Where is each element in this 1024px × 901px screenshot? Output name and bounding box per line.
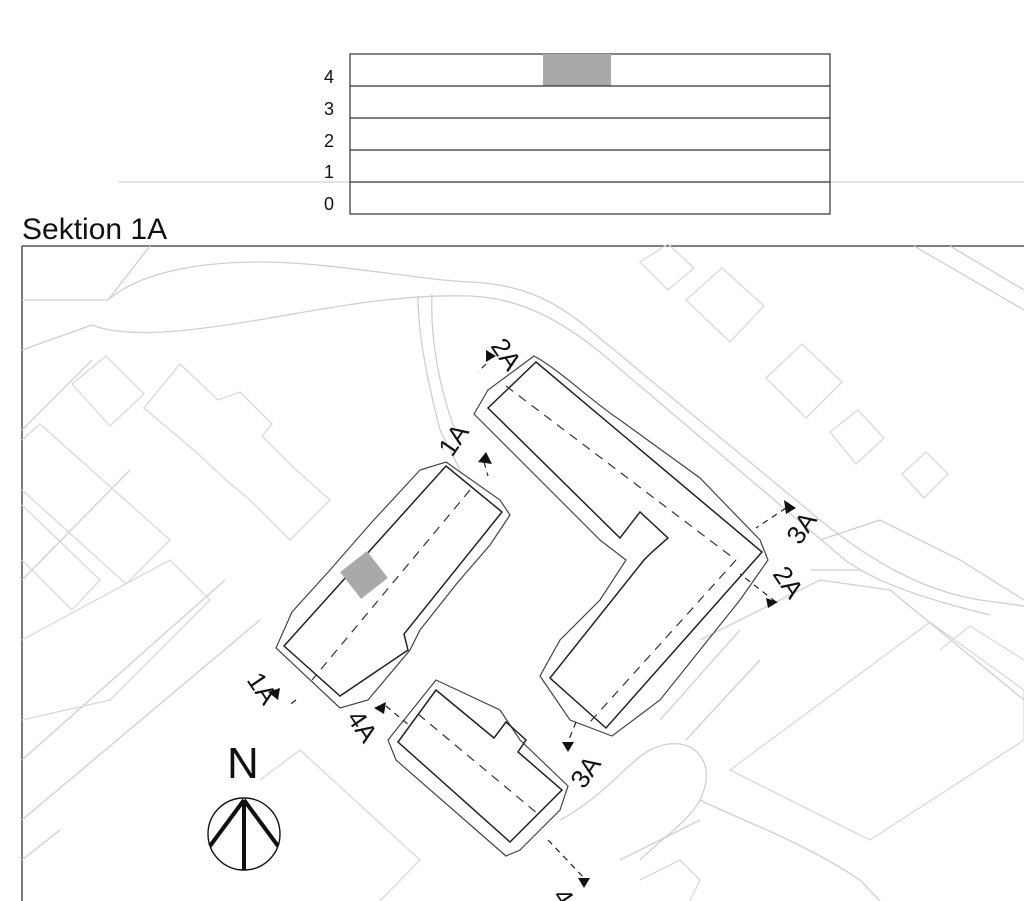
section-arrow-icon <box>766 598 778 608</box>
building-south <box>387 679 569 857</box>
section-marker-2A-right: 2A <box>766 561 810 608</box>
north-label: N <box>227 739 259 788</box>
section-cut-lines <box>287 363 787 881</box>
floor-label-3: 3 <box>324 99 334 119</box>
section-marker-4A-bottom: 4A <box>547 878 590 901</box>
section-arrow-icon <box>268 688 280 700</box>
svg-text:2A: 2A <box>767 561 810 605</box>
north-arrow-icon <box>207 797 281 871</box>
section-arrow-icon <box>478 452 492 464</box>
highlighted-unit <box>340 551 388 599</box>
floor-label-1: 1 <box>324 162 334 182</box>
section-marker-3A-bottom: 3A <box>562 742 607 793</box>
floor-label-4: 4 <box>324 67 334 87</box>
section-marker-1A-top: 1A <box>432 418 492 464</box>
section-arrow-icon <box>486 350 496 362</box>
floor-label-2: 2 <box>324 131 334 151</box>
section-title: Sektion 1A <box>22 213 167 246</box>
site-context <box>21 243 1024 901</box>
section-arrow-icon <box>562 742 574 752</box>
svg-text:2A: 2A <box>485 333 528 377</box>
svg-text:3A: 3A <box>564 750 607 794</box>
highlighted-floor-block <box>543 54 611 86</box>
section-arrow-icon <box>374 702 386 714</box>
floor-label-0: 0 <box>324 194 334 214</box>
svg-text:1A: 1A <box>241 667 284 711</box>
section-arrow-icon <box>578 878 590 888</box>
building-west <box>275 461 511 709</box>
svg-text:4A: 4A <box>341 705 384 749</box>
site-plan-frame <box>21 245 1024 901</box>
section-arrow-icon <box>784 500 796 514</box>
building-east <box>473 355 769 737</box>
section-marker-2A-top: 2A <box>485 333 528 377</box>
section-marker-4A-left: 4A <box>341 702 386 748</box>
section-marker-1A-bottom: 1A <box>241 667 284 711</box>
section-marker-3A-right: 3A <box>780 500 823 549</box>
north-arrow: N <box>207 739 281 871</box>
floor-elevation-diagram: 4 3 2 1 0 <box>118 53 1024 215</box>
